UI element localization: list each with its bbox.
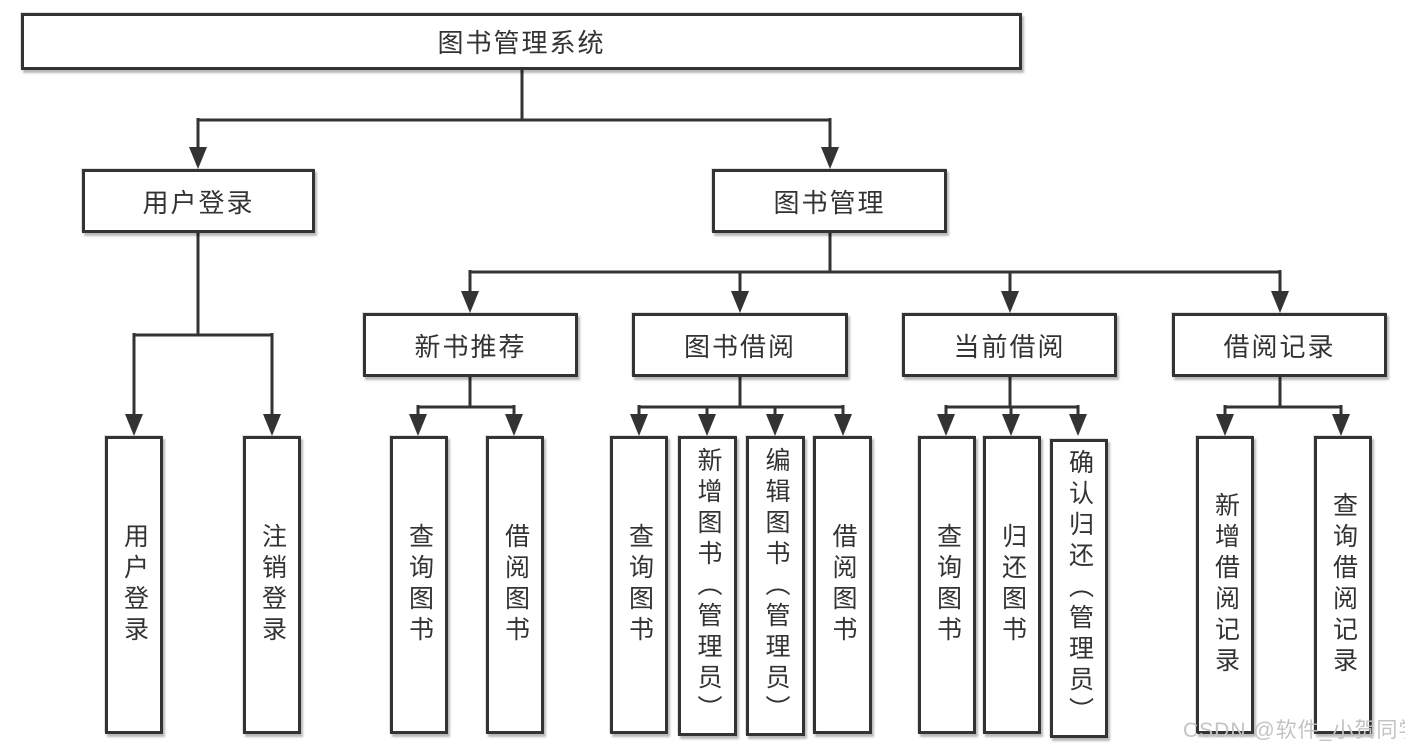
connector-lines bbox=[132, 70, 1343, 418]
arrow-down-icon bbox=[263, 414, 281, 436]
node-label: 当前借阅 bbox=[953, 331, 1066, 362]
connector-records-to-leaves bbox=[1223, 377, 1343, 418]
leaf-records-add-borrow-record: 新增借阅记录 bbox=[1196, 436, 1254, 734]
node-label: 图书借阅 bbox=[683, 331, 796, 362]
node-new-book-recommend: 新书推荐 bbox=[363, 313, 578, 377]
arrow-down-icon bbox=[1216, 414, 1234, 436]
arrow-down-icon bbox=[1001, 291, 1019, 313]
node-label: 借阅图书 bbox=[829, 523, 857, 647]
leaf-recommend-query-books: 查询图书 bbox=[390, 436, 448, 734]
node-label: 图书管理系统 bbox=[437, 28, 606, 58]
node-label: 用户登录 bbox=[120, 523, 149, 647]
node-label: 新增借阅记录 bbox=[1211, 492, 1240, 678]
connector-recommend-to-leaves bbox=[416, 377, 516, 418]
arrow-down-icon bbox=[731, 291, 749, 313]
arrow-down-icon bbox=[1332, 414, 1350, 436]
arrow-down-icon bbox=[1002, 414, 1020, 436]
arrow-down-icon bbox=[834, 414, 852, 436]
leaf-logout: 注销登录 bbox=[243, 436, 301, 734]
csdn-watermark: CSDN @软件_小贺同学 bbox=[1183, 719, 1405, 742]
leaf-records-query-borrow-record: 查询借阅记录 bbox=[1314, 436, 1372, 734]
node-label: 借阅图书 bbox=[501, 523, 530, 647]
connector-current-to-leaves bbox=[944, 377, 1080, 418]
arrow-down-icon bbox=[766, 414, 784, 436]
node-label: 借阅记录 bbox=[1223, 331, 1336, 362]
node-label: 新书推荐 bbox=[414, 331, 527, 362]
node-label: 确认归还（管理员） bbox=[1065, 449, 1094, 728]
node-user-login: 用户登录 bbox=[82, 169, 315, 233]
arrow-down-icon bbox=[1069, 414, 1087, 436]
node-label: 查询借阅记录 bbox=[1329, 492, 1358, 678]
node-library-system-root: 图书管理系统 bbox=[21, 13, 1022, 70]
node-label: 查询图书 bbox=[625, 523, 654, 647]
arrow-down-icon bbox=[505, 414, 523, 436]
connector-root-to-level2 bbox=[196, 70, 832, 151]
node-label: 注销登录 bbox=[258, 523, 287, 647]
node-label: 用户登录 bbox=[142, 187, 255, 218]
connector-login-to-leaves bbox=[132, 233, 274, 418]
arrow-down-icon bbox=[1271, 291, 1289, 313]
arrowheads bbox=[125, 147, 1350, 436]
arrow-down-icon bbox=[461, 291, 479, 313]
leaf-current-confirm-return-admin: 确认归还（管理员） bbox=[1050, 439, 1108, 738]
leaf-borrow-query-books: 查询图书 bbox=[610, 436, 668, 734]
leaf-user-login: 用户登录 bbox=[105, 436, 163, 734]
leaf-current-query-books: 查询图书 bbox=[918, 436, 976, 734]
leaf-borrow-borrow-books: 借阅图书 bbox=[813, 436, 872, 734]
arrow-down-icon bbox=[125, 414, 143, 436]
node-label: 归还图书 bbox=[998, 523, 1027, 647]
node-book-management: 图书管理 bbox=[712, 169, 947, 233]
connector-management-to-groups bbox=[468, 233, 1282, 295]
arrow-down-icon bbox=[409, 414, 427, 436]
leaf-current-return-books: 归还图书 bbox=[983, 436, 1041, 734]
leaf-borrow-add-books-admin: 新增图书（管理员） bbox=[678, 436, 737, 736]
leaf-borrow-edit-books-admin: 编辑图书（管理员） bbox=[746, 436, 805, 736]
node-label: 图书管理 bbox=[773, 187, 886, 218]
arrow-down-icon bbox=[937, 414, 955, 436]
arrow-down-icon bbox=[698, 414, 716, 436]
arrow-down-icon bbox=[189, 147, 207, 169]
arrow-down-icon bbox=[630, 414, 648, 436]
arrow-down-icon bbox=[821, 147, 839, 169]
connector-borrow-to-leaves bbox=[637, 377, 845, 418]
node-book-borrow: 图书借阅 bbox=[632, 313, 848, 377]
node-borrow-records: 借阅记录 bbox=[1172, 313, 1387, 377]
node-label: 查询图书 bbox=[405, 523, 434, 647]
node-label: 编辑图书（管理员） bbox=[762, 446, 790, 726]
node-current-borrow: 当前借阅 bbox=[902, 313, 1117, 377]
node-label: 新增图书（管理员） bbox=[694, 446, 722, 726]
node-label: 查询图书 bbox=[933, 523, 962, 647]
leaf-recommend-borrow-books: 借阅图书 bbox=[486, 436, 544, 734]
